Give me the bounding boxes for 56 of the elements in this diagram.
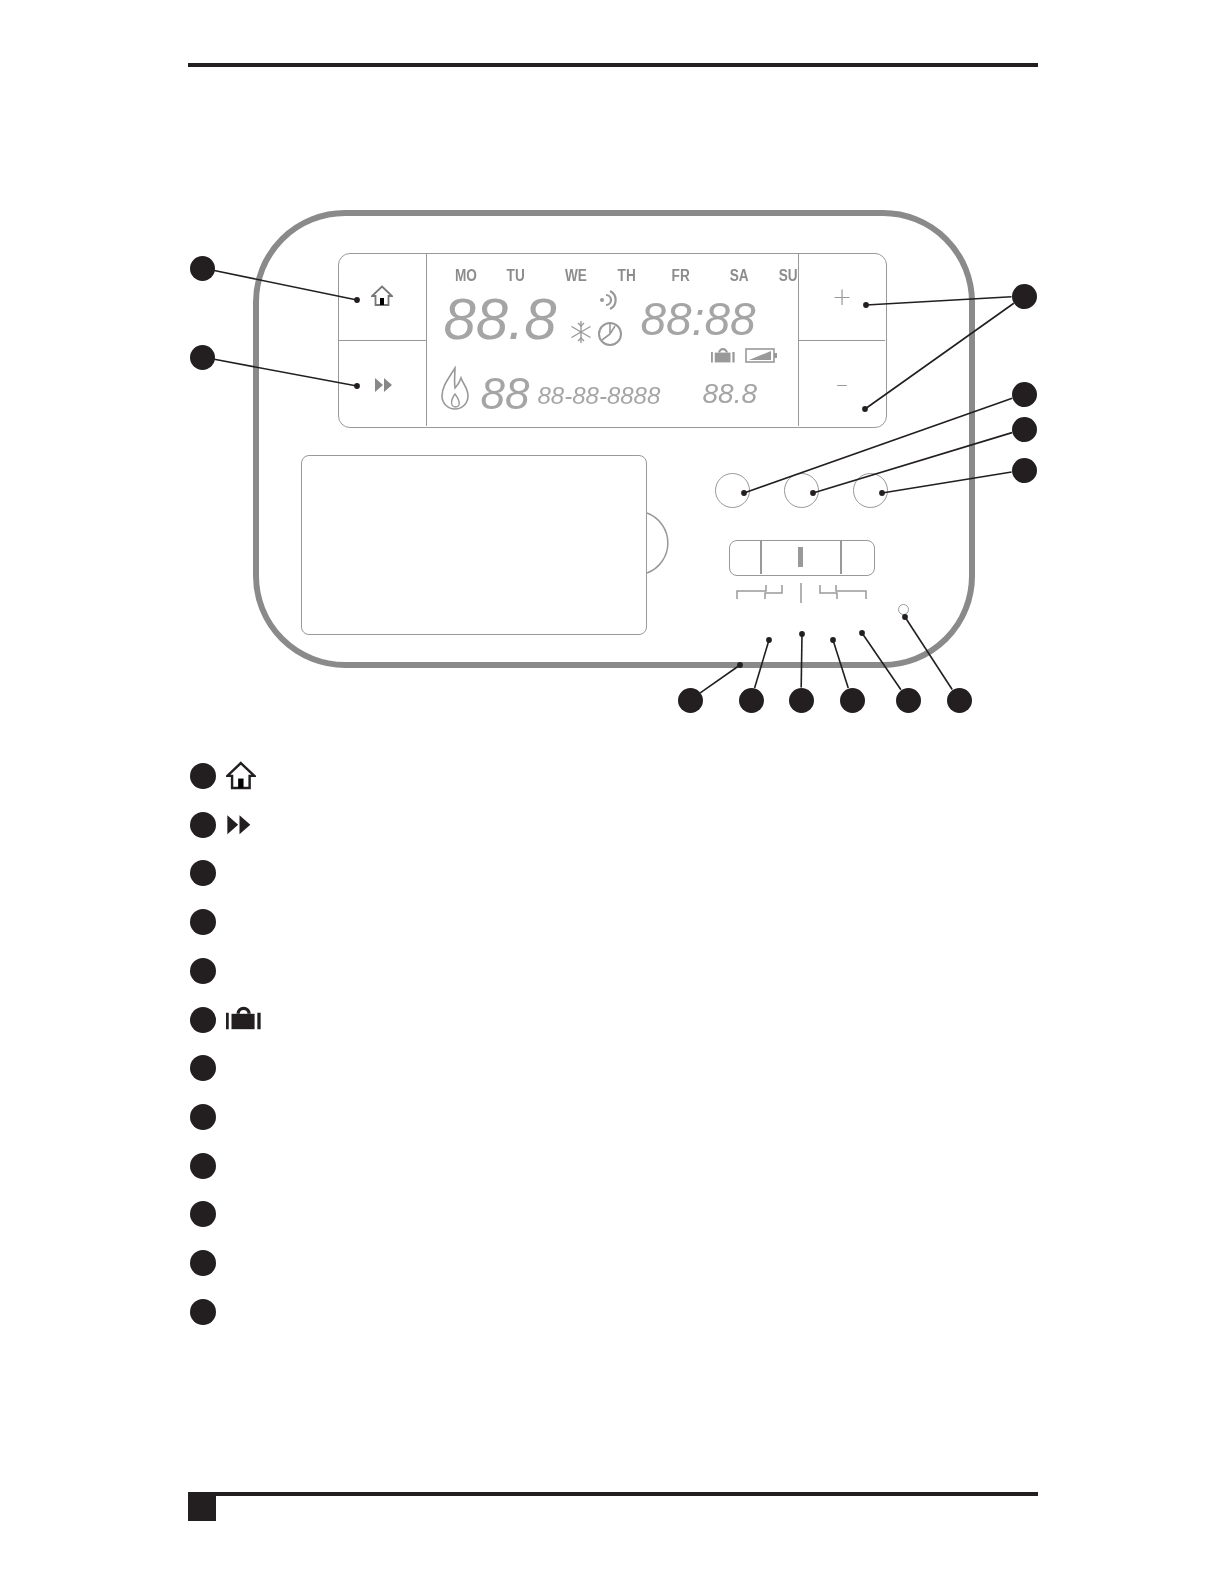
- callout-marker: [1011, 416, 1037, 442]
- lcd-digits: 88.8: [443, 289, 557, 348]
- callout-marker: [839, 687, 865, 713]
- callout-marker: [738, 687, 764, 713]
- leader-line: [810, 431, 1013, 496]
- plus-button: +: [799, 254, 885, 340]
- leader-line: [741, 397, 1013, 496]
- leader-line: [699, 662, 743, 694]
- callout-marker: [189, 255, 215, 281]
- callout-marker: [190, 909, 216, 936]
- callout-marker: [190, 1103, 216, 1130]
- callout-marker: [190, 860, 216, 887]
- weekday-label: SU: [778, 267, 798, 284]
- leader-line: [862, 302, 1015, 412]
- weekday-label: TH: [617, 267, 636, 284]
- lcd-digits: 88: [480, 371, 530, 416]
- callout-marker: [1011, 381, 1037, 407]
- callout-marker: [190, 1298, 216, 1325]
- lcd-digits: 88:88: [640, 295, 756, 342]
- leader-line: [863, 295, 1013, 308]
- callout-marker: [677, 687, 703, 713]
- leader-line: [753, 637, 772, 689]
- device-housing: [253, 210, 975, 668]
- callout-marker: [1011, 283, 1037, 309]
- callout-marker: [190, 1006, 216, 1033]
- leader-line: [213, 269, 360, 303]
- callout-marker: [189, 344, 215, 370]
- leader-line: [879, 471, 1013, 496]
- callout-marker: [190, 1201, 216, 1228]
- weekday-label: MO: [454, 267, 477, 284]
- callout-marker: [190, 811, 216, 838]
- weekday-label: FR: [671, 267, 690, 284]
- callout-marker: [788, 687, 814, 713]
- slide-switch: [729, 540, 875, 576]
- control-panel-frame: [338, 253, 887, 428]
- lcd-display: [426, 254, 799, 426]
- lcd-digits: 88.8: [702, 379, 757, 408]
- leader-line: [799, 631, 805, 689]
- callout-marker: [190, 957, 216, 984]
- minus-button: –: [799, 340, 885, 426]
- callout-marker: [1011, 457, 1037, 483]
- callout-marker: [190, 1152, 216, 1179]
- leader-line: [213, 358, 360, 389]
- battery-cover: [301, 455, 647, 635]
- weekday-label: WE: [564, 267, 587, 284]
- leader-line: [830, 637, 850, 689]
- callout-marker: [895, 687, 921, 713]
- callout-marker: [190, 1055, 216, 1082]
- weekday-label: TU: [506, 267, 525, 284]
- callout-marker: [190, 763, 216, 789]
- leader-line: [859, 630, 902, 691]
- lcd-digits: 88-88-8888: [537, 383, 661, 408]
- weekday-label: SA: [729, 267, 749, 284]
- callout-marker: [946, 687, 972, 713]
- leader-line: [902, 614, 953, 691]
- callout-marker: [190, 1250, 216, 1276]
